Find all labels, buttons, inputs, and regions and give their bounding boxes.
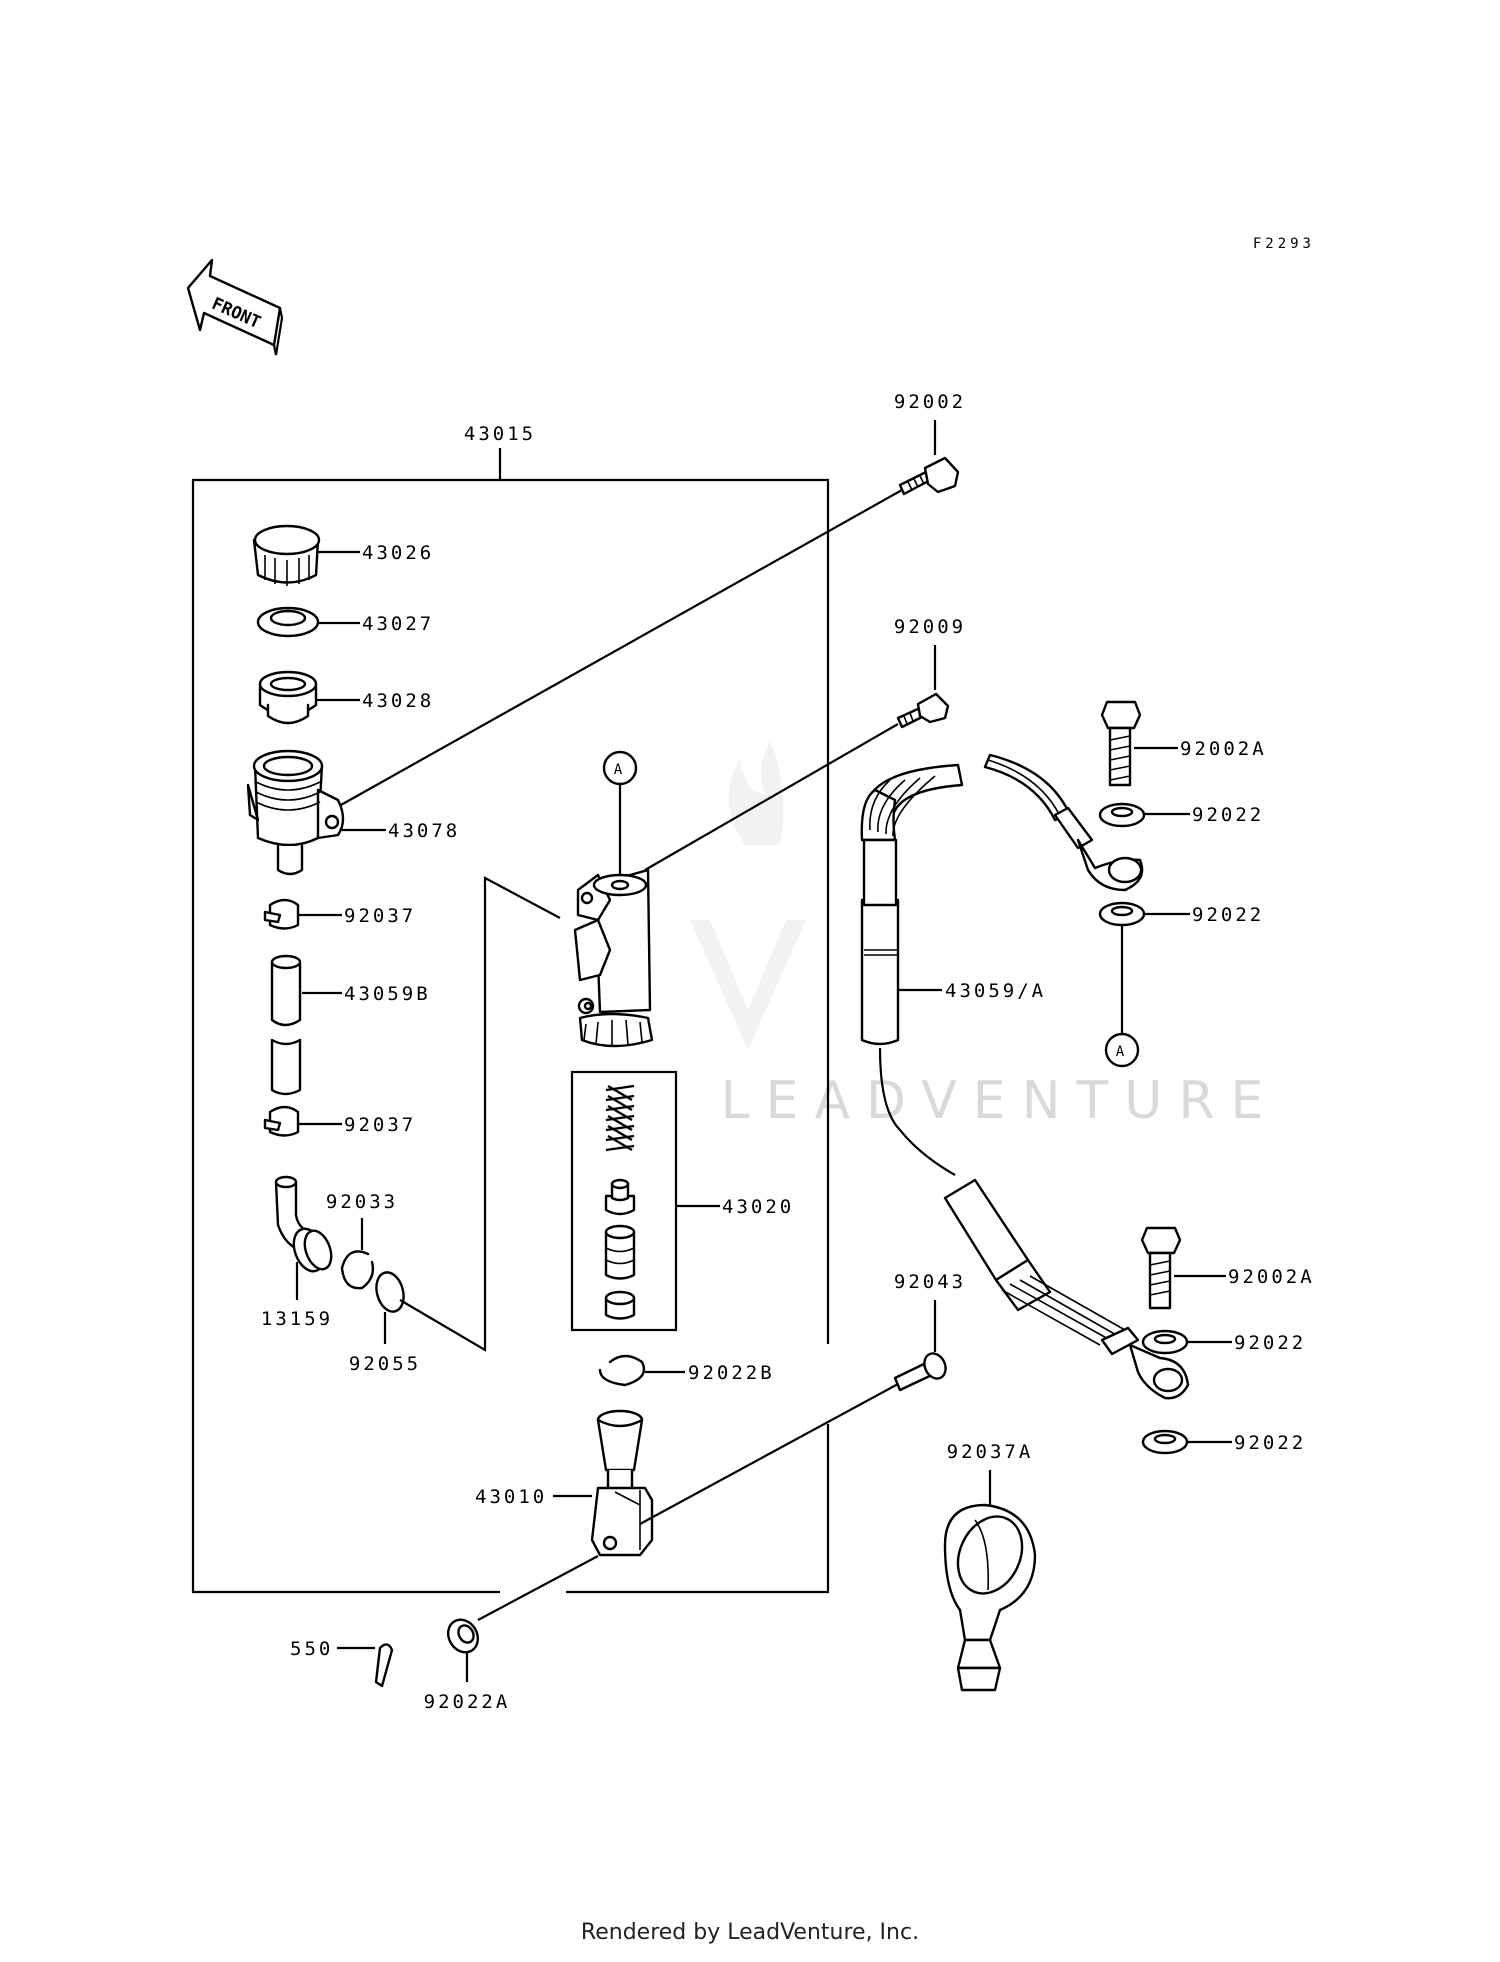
pin-92043: [893, 1352, 947, 1392]
label-92037-lower: 92037: [344, 1114, 416, 1136]
push-rod-43010: [590, 1409, 654, 1557]
plate-43027: [256, 606, 320, 638]
label-550: 550: [290, 1638, 333, 1660]
o-ring-92055: [375, 1271, 405, 1313]
piston-cup-43020: [604, 1178, 636, 1216]
watermark-text: LEADVENTURE: [721, 1071, 1280, 1131]
label-92002a-lower: 92002A: [1228, 1266, 1315, 1288]
label-92022-4: 92022: [1234, 1432, 1306, 1454]
label-43026: 43026: [362, 542, 434, 564]
label-92043: 92043: [894, 1271, 966, 1293]
banjo-bolt-92002a-upper: [1100, 700, 1142, 787]
clamp-92037-upper: [263, 898, 300, 930]
label-43028: 43028: [362, 690, 434, 712]
washer-92022a: [446, 1618, 480, 1654]
reservoir-cap-43026: [252, 524, 321, 586]
reservoir-43078: [246, 749, 345, 876]
master-cylinder-body: [573, 868, 654, 1048]
label-92022-3: 92022: [1234, 1332, 1306, 1354]
label-92022b: 92022B: [688, 1362, 775, 1384]
label-92002: 92002: [894, 391, 966, 413]
label-13159: 13159: [261, 1308, 333, 1330]
label-92022-1: 92022: [1192, 804, 1264, 826]
label-92055: 92055: [349, 1353, 421, 1375]
brake-hose-43059a: [860, 753, 1144, 1046]
label-92022a: 92022A: [424, 1691, 511, 1713]
bolt-92009: [896, 692, 950, 729]
kit-box-43020: [570, 1070, 678, 1332]
hose-43059b: [270, 954, 302, 1096]
ref-circle-a-lower: [1104, 1032, 1140, 1068]
watermark-logo: [690, 740, 806, 1050]
label-92009: 92009: [894, 616, 966, 638]
ref-a-upper: A: [614, 762, 626, 778]
label-92033: 92033: [326, 1191, 398, 1213]
label-43027: 43027: [362, 613, 434, 635]
washer-92022-2: [1098, 901, 1146, 927]
bolt-92002: [898, 456, 960, 496]
front-arrow-icon: FRONT: [186, 258, 284, 356]
label-92002a-upper: 92002A: [1180, 738, 1267, 760]
spring-43020: [605, 1084, 635, 1152]
hose-guide-92037a: [943, 1503, 1037, 1692]
banjo-bolt-92002a-lower: [1140, 1226, 1182, 1310]
washer-92022-3: [1141, 1329, 1189, 1355]
label-92037-upper: 92037: [344, 905, 416, 927]
piston-43020: [604, 1224, 636, 1280]
label-92022-2: 92022: [1192, 904, 1264, 926]
label-43059a: 43059/A: [945, 980, 1046, 1002]
circlip-92022b: [598, 1354, 646, 1387]
washer-92022-4: [1141, 1429, 1189, 1455]
washer-92022-1: [1098, 802, 1146, 828]
ref-a-lower: A: [1116, 1044, 1128, 1060]
label-43020: 43020: [722, 1196, 794, 1218]
brake-hose-lower: [943, 1178, 1190, 1400]
elbow-13159: [274, 1175, 333, 1273]
label-92037a: 92037A: [947, 1441, 1034, 1463]
assembly-frame: [191, 478, 830, 1594]
cotter-pin-550: [374, 1643, 394, 1688]
label-43059b: 43059B: [344, 983, 431, 1005]
clamp-92037-lower: [263, 1105, 300, 1137]
label-43015: 43015: [464, 423, 536, 445]
circlip-92033: [340, 1250, 375, 1290]
footer-credit: Rendered by LeadVenture, Inc.: [580, 1920, 920, 1945]
diagram-code: F2293: [1253, 236, 1315, 252]
label-43010: 43010: [475, 1486, 547, 1508]
seal-43020: [604, 1290, 636, 1320]
diaphragm-43028: [258, 670, 318, 725]
label-43078: 43078: [388, 820, 460, 842]
